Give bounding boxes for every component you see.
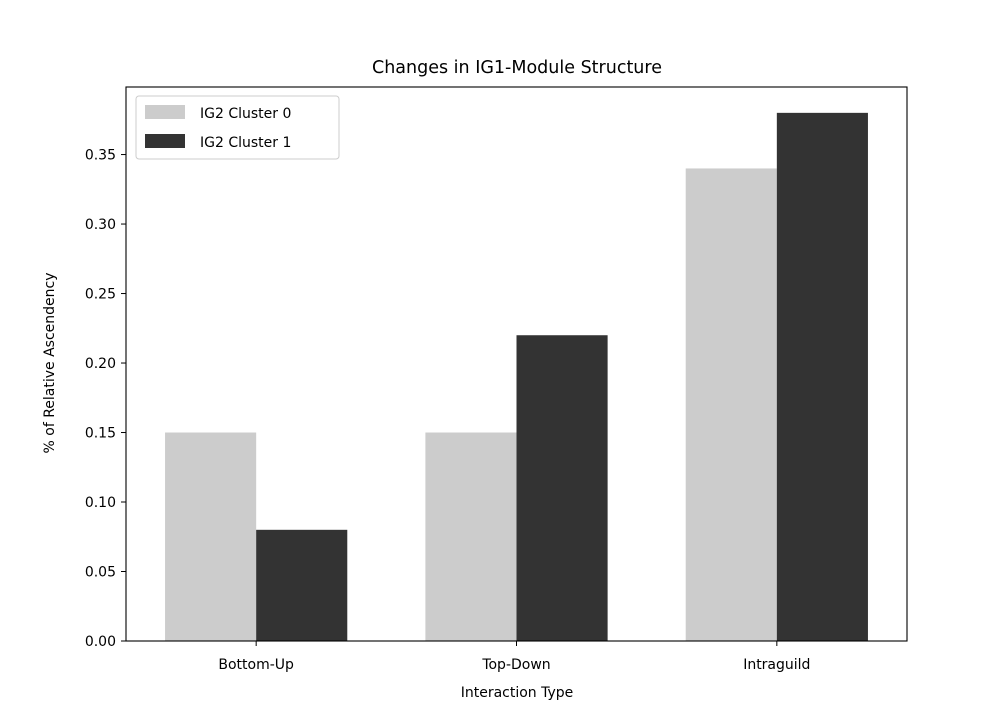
y-tick-label: 0.00 [85, 634, 116, 650]
chart-title: Changes in IG1-Module Structure [372, 58, 662, 78]
legend-swatch [145, 105, 185, 119]
legend-label: IG2 Cluster 0 [200, 106, 291, 122]
legend-box [135, 95, 340, 160]
plot-area: 0.00 0.05 0.10 0.15 0.20 0.25 0.30 0.35Bottom-U… [85, 86, 908, 673]
x-tick-label: Intraguild [743, 657, 810, 673]
y-tick-label: 0.35 [85, 148, 116, 164]
y-axis-label: % of Relative Ascendency [42, 272, 58, 453]
bar-cluster-0-0 [165, 432, 257, 641]
legend-label: IG2 Cluster 1 [200, 135, 291, 151]
bar-cluster-0-2 [685, 168, 777, 642]
y-tick-label: 0.10 [85, 495, 116, 511]
legend: IG2 Cluster 0 IG2 Cluster 1 [135, 95, 340, 160]
y-tick-label: 0.25 [85, 287, 116, 303]
y-tick-label: 0.30 [85, 217, 116, 233]
x-tick-label: Top-Down [481, 657, 550, 673]
bar-cluster-1-1 [516, 335, 608, 641]
legend-swatch [145, 134, 185, 148]
y-tick-label: 0.15 [85, 426, 116, 442]
bar-cluster-1-2 [776, 112, 868, 641]
y-tick-label: 0.05 [85, 565, 116, 581]
bar-cluster-0-1 [425, 432, 517, 641]
x-tick-label: Bottom-Up [218, 657, 294, 673]
bar-cluster-1-0 [256, 529, 348, 641]
x-axis-label: Interaction Type [461, 685, 574, 701]
y-tick-label: 0.20 [85, 356, 116, 372]
